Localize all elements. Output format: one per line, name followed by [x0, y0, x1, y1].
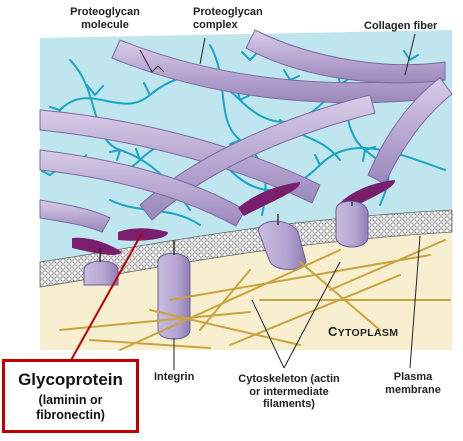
callout-pointer: [69, 232, 143, 363]
collagen-fiber-1: [39, 109, 321, 204]
callout-title: Glycoprotein: [18, 370, 123, 389]
cytoplasm-initial: C: [328, 324, 338, 339]
label-line: filaments): [263, 398, 315, 410]
collagen-fiber-3: [245, 29, 446, 84]
label-line: Proteoglycan: [193, 6, 263, 18]
leader-lines: [139, 33, 421, 370]
collagen-fibers: [39, 29, 453, 233]
integrin-links: [99, 202, 353, 262]
label-collagen-fiber: Collagen fiber: [364, 20, 438, 32]
label-line: Proteoglycan: [70, 6, 140, 18]
label-integrin: Integrin: [154, 371, 195, 383]
collagen-fiber-4: [39, 199, 111, 233]
collagen-fiber-6: [367, 77, 453, 185]
callout-subtitle: (laminin or fibronectin): [5, 393, 136, 423]
callout-subtitle-line: fibronectin): [36, 408, 105, 422]
label-plasma-membrane: Plasma membrane: [378, 371, 448, 396]
label-proteoglycan-molecule: Proteoglycan molecule: [70, 6, 140, 31]
label-line: membrane: [385, 383, 441, 396]
label-line: molecule: [81, 18, 129, 31]
callout-subtitle-line: (laminin or: [38, 393, 103, 407]
cytoplasm-region: [40, 230, 452, 350]
collagen-fiber-5: [139, 94, 376, 221]
label-line: Plasma: [393, 371, 433, 383]
label-proteoglycan-complex: Proteoglycan complex: [193, 6, 273, 31]
label-line: complex: [193, 18, 238, 31]
label-cytoskeleton: Cytoskeleton (actin or intermediate fila…: [230, 373, 348, 411]
label-cytoplasm: CYTOPLASM: [328, 324, 398, 339]
label-line: or intermediate: [249, 385, 329, 398]
glycoprotein-callout: Glycoprotein (laminin or fibronectin): [2, 359, 139, 433]
collagen-fiber-7: [39, 149, 246, 227]
cytoplasm-rest: YTOPLASM: [337, 327, 399, 339]
label-line: Cytoskeleton (actin: [238, 373, 340, 385]
